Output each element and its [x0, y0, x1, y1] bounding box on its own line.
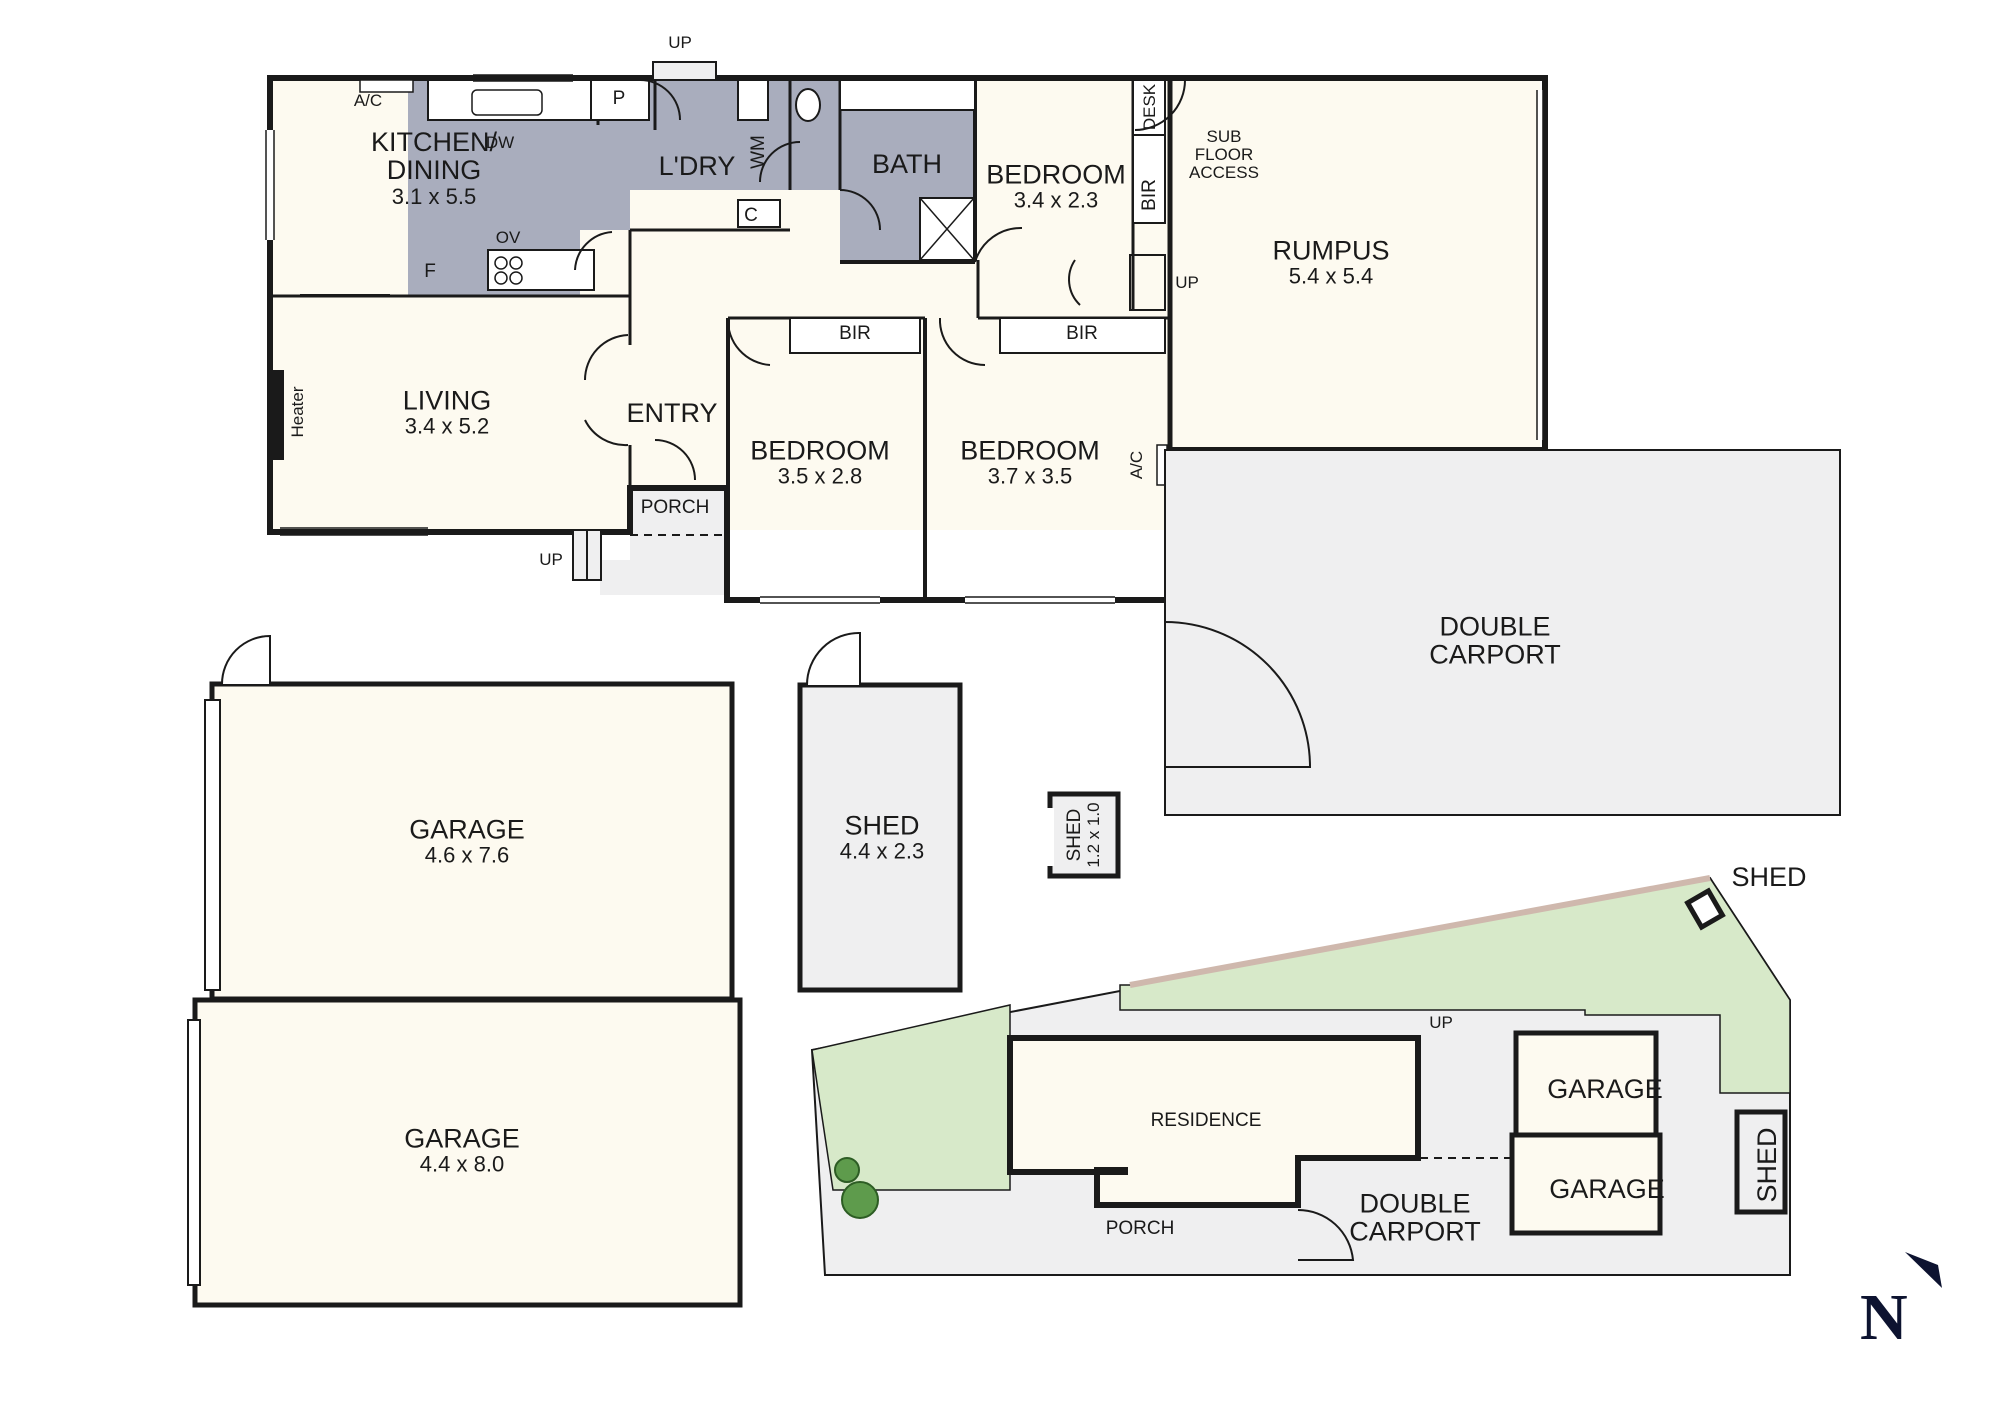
fridge-label: F: [424, 261, 436, 283]
room-label-living: LIVING 3.4 x 5.2: [402, 385, 492, 439]
double-carport-area: [1164, 449, 1841, 816]
room-label-porch: PORCH: [640, 497, 710, 519]
main-house: [265, 61, 1548, 604]
garages: [187, 634, 743, 1308]
pantry-label: P: [612, 88, 626, 110]
bir-label-bedroom-2: BIR: [839, 323, 871, 345]
room-label-rumpus: RUMPUS 5.4 x 5.4: [1272, 235, 1390, 289]
stairs-up-label-porch: UP: [539, 550, 563, 570]
sheds: [797, 631, 1121, 993]
north-compass-label: N: [1860, 1281, 1908, 1354]
label-garage-1: GARAGE 4.6 x 7.6: [409, 814, 525, 868]
ac-label: A/C: [353, 91, 383, 111]
cupboard-label: C: [744, 205, 758, 227]
room-label-kitchen-dining: KITCHEN/ DINING 3.1 x 5.5: [370, 127, 498, 209]
room-label-laundry: L'DRY: [658, 150, 736, 181]
stairs-up-label-rumpus: UP: [1175, 273, 1199, 293]
site-label-porch: PORCH: [1105, 1218, 1175, 1240]
oven-label: OV: [495, 228, 521, 248]
site-label-shed-corner: SHED: [1731, 861, 1807, 892]
label-shed-small: SHED 1.2 x 1.0: [1064, 802, 1104, 868]
room-label-entry: ENTRY: [626, 397, 718, 428]
room-label-bedroom-3: BEDROOM 3.7 x 3.5: [960, 435, 1100, 489]
site-plan: [810, 875, 1791, 1276]
sub-floor-access-label: SUB FLOOR ACCESS: [1189, 127, 1259, 182]
dishwasher-label: DW: [485, 133, 515, 153]
site-label-up: UP: [1429, 1013, 1453, 1033]
room-label-double-carport: DOUBLE CARPORT: [1429, 611, 1561, 670]
site-label-garage-2: GARAGE: [1549, 1173, 1665, 1204]
ac-label-bedroom-3: A/C: [1127, 450, 1147, 480]
bir-label-bedroom-3: BIR: [1066, 323, 1098, 345]
bir-label-bedroom-1: BIR: [1139, 179, 1161, 211]
site-label-double-carport: DOUBLE CARPORT: [1349, 1188, 1481, 1247]
label-shed-large: SHED 4.4 x 2.3: [839, 810, 925, 864]
washing-machine-label: WM: [748, 135, 770, 169]
north-arrow-icon: [1905, 1252, 1942, 1288]
heater-label: Heater: [288, 386, 308, 438]
desk-label: DESK: [1140, 83, 1160, 131]
room-label-bath: BATH: [871, 148, 943, 179]
site-label-garage-1: GARAGE: [1547, 1073, 1663, 1104]
label-garage-2: GARAGE 4.4 x 8.0: [404, 1123, 520, 1177]
site-label-residence: RESIDENCE: [1150, 1110, 1262, 1132]
room-label-bedroom-1: BEDROOM 3.4 x 2.3: [986, 159, 1126, 213]
room-label-bedroom-2: BEDROOM 3.5 x 2.8: [750, 435, 890, 489]
stairs-up-label-laundry: UP: [668, 33, 692, 53]
site-label-shed-side: SHED: [1751, 1127, 1782, 1203]
